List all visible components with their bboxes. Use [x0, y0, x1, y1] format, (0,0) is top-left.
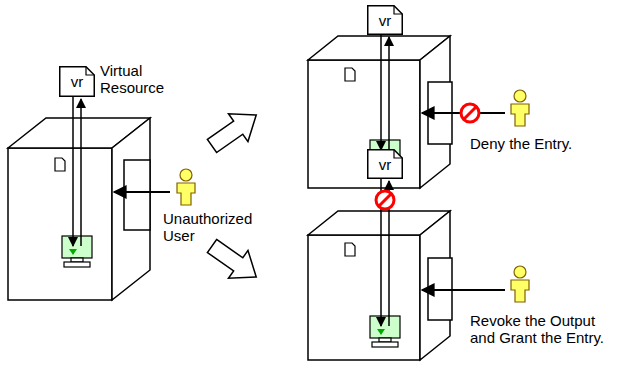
monitor: [62, 140, 400, 347]
green-pointer: [69, 153, 385, 335]
resource-label: vr: [367, 12, 403, 29]
resource-label: vr: [59, 73, 95, 90]
file-icon: [55, 68, 355, 256]
caption-label: Virtual Resource: [100, 62, 174, 96]
flow-arrow: [73, 35, 389, 326]
resource-document: vr: [59, 66, 95, 97]
user-figure: [177, 90, 529, 302]
transition-arrow: [202, 101, 266, 291]
resource-document: vr: [367, 5, 403, 35]
caption-label: Unauthorized User: [163, 210, 267, 244]
caption-label: Revoke the Output and Grant the Entry.: [470, 312, 620, 346]
resource-label: vr: [367, 156, 403, 173]
room-cube: [8, 118, 150, 300]
caption-label: Deny the Entry.: [470, 135, 572, 152]
resource-document: vr: [367, 149, 403, 179]
entry-arrow: [114, 113, 505, 290]
entry-door: [124, 82, 452, 320]
